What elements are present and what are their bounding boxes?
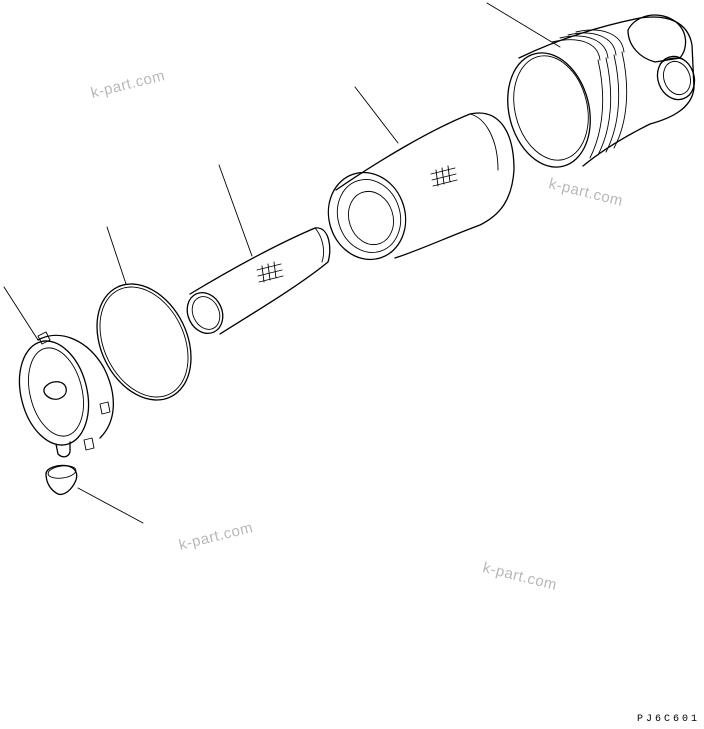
inner-element-open-end-lip <box>191 296 221 330</box>
leader-line-housing <box>486 2 561 48</box>
outer-element-mesh-icon <box>430 165 458 187</box>
outer-element-body <box>335 112 515 259</box>
housing-open-end <box>507 52 591 168</box>
outer-element-end-ring <box>327 171 407 261</box>
leader-line-inner-element <box>218 164 253 257</box>
outer-element-bore <box>348 190 394 246</box>
cover-face <box>18 340 90 446</box>
valve-body <box>45 464 78 496</box>
inner-safety-element <box>186 227 331 335</box>
housing-open-end-lip <box>513 55 589 161</box>
o-ring-inner <box>99 286 189 398</box>
housing-outlet-port <box>656 55 696 101</box>
outer-element-end-ring-inner <box>336 179 402 253</box>
inner-element-body <box>189 227 331 335</box>
o-ring-seal <box>96 283 192 401</box>
cover-rim <box>37 334 115 439</box>
cover-teardrop-emblem <box>43 381 67 400</box>
housing-inlet-lug <box>627 14 687 63</box>
housing-ribs <box>551 29 628 159</box>
leader-line-outer-element <box>354 86 399 144</box>
cover-latch-right <box>99 401 111 415</box>
cover-latch-bottom <box>83 437 95 451</box>
inner-element-open-end <box>186 292 224 334</box>
leader-line-valve <box>77 487 144 524</box>
valve-mouth <box>47 465 77 479</box>
cover-drain-spout <box>55 441 71 458</box>
leader-line-o-ring <box>106 226 127 285</box>
dust-evacuator-valve <box>45 464 78 496</box>
cover-latch-top <box>37 331 51 345</box>
outer-filter-element <box>327 112 515 261</box>
cover-face-inner <box>28 347 84 437</box>
drawing-code: PJ6C601 <box>636 714 700 725</box>
filter-housing-body <box>507 14 696 168</box>
inner-element-mesh-icon <box>256 261 284 283</box>
housing-outlet-port-inner <box>663 60 691 96</box>
o-ring-outer <box>96 283 192 401</box>
leader-lines <box>3 2 561 524</box>
leader-line-cover <box>3 286 39 341</box>
end-cover <box>18 331 115 458</box>
